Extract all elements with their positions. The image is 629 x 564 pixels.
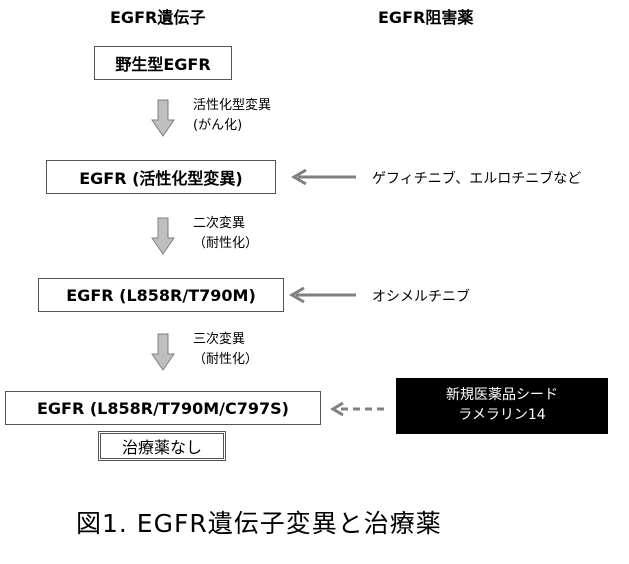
down-arrow-1 [151, 99, 175, 137]
new-drug-box: 新規医薬品シード ラメラリン14 [396, 378, 608, 434]
inhibitor-column-header: EGFR阻害薬 [378, 8, 474, 27]
figure-caption: 図1. EGFR遺伝子変異と治療薬 [76, 509, 442, 538]
transition-note-1: 活性化型変異 (がん化) [193, 98, 272, 133]
drug-label-osimertinib: オシメルチニブ [372, 289, 470, 305]
new-drug-line-2: ラメラリン14 [458, 407, 546, 423]
down-arrow-3 [151, 333, 175, 371]
inhibit-arrow-3-head [330, 401, 344, 417]
inhibit-arrow-1-head [291, 168, 307, 186]
transition-note-3: 三次変異 （耐性化） [193, 332, 259, 367]
state-box-activating: EGFR (活性化型変異) [46, 160, 276, 194]
no-treatment-box: 治療薬なし [98, 431, 226, 461]
drug-label-first-gen: ゲフィチニブ、エルロチニブなど [372, 171, 582, 187]
gene-column-header: EGFR遺伝子 [110, 8, 206, 27]
state-box-wild-type: 野生型EGFR [94, 46, 232, 80]
transition-note-2: 二次変異 （耐性化） [193, 216, 259, 251]
state-box-second-mutation: EGFR (L858R/T790M) [38, 278, 284, 312]
state-box-third-mutation: EGFR (L858R/T790M/C797S) [5, 391, 321, 425]
down-arrow-2 [151, 217, 175, 255]
inhibit-arrow-2-head [289, 286, 305, 304]
new-drug-line-1: 新規医薬品シード [446, 387, 558, 404]
